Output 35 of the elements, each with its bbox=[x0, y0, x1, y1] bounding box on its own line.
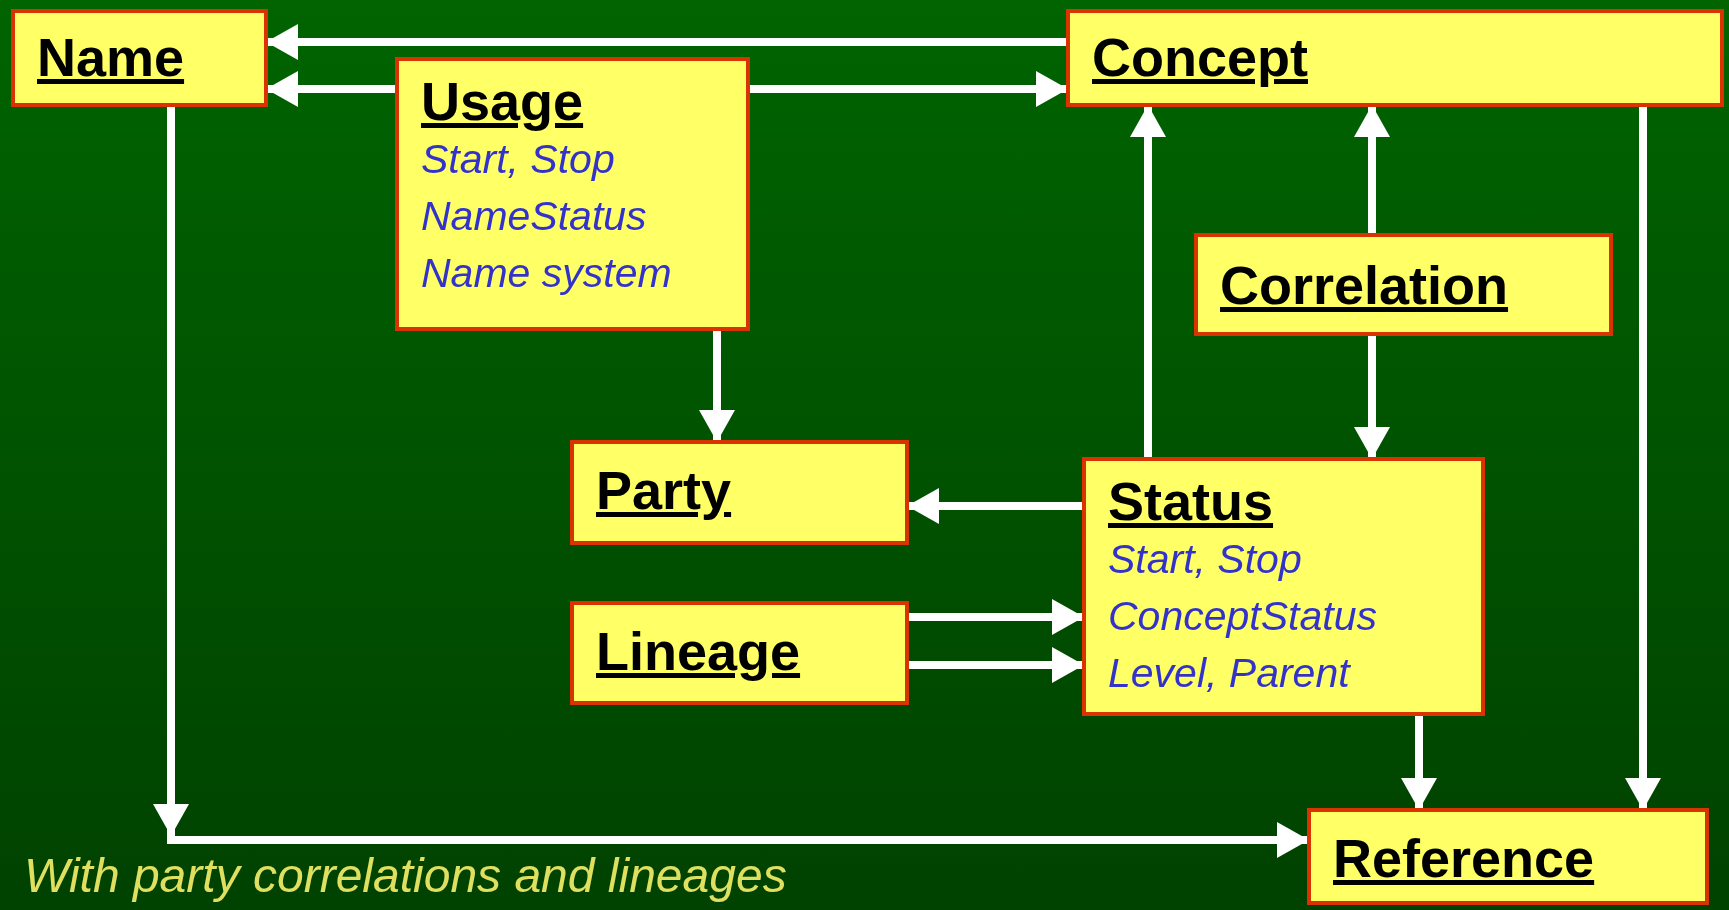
arrow bbox=[750, 71, 1068, 107]
attribute-text: Start, Stop bbox=[421, 135, 615, 184]
arrow bbox=[907, 488, 1082, 524]
entity-box bbox=[1307, 808, 1709, 905]
entity-title: Concept bbox=[1092, 27, 1308, 87]
arrow bbox=[1354, 105, 1390, 233]
arrow bbox=[1401, 716, 1437, 810]
entity-title: Name bbox=[37, 27, 185, 87]
attribute-text: Level, Parent bbox=[1108, 649, 1350, 698]
attribute-text: Start, Stop bbox=[1108, 535, 1302, 584]
attribute-text: NameStatus bbox=[421, 192, 647, 241]
entity-box bbox=[11, 9, 268, 107]
entity-title: Reference bbox=[1333, 828, 1595, 888]
attribute-text: ConceptStatus bbox=[1108, 592, 1377, 641]
entity-title: Lineage bbox=[596, 621, 801, 681]
entity-box bbox=[1066, 9, 1724, 107]
arrow bbox=[1130, 105, 1166, 457]
entity-box bbox=[570, 440, 909, 545]
entity-title: Correlation bbox=[1220, 255, 1509, 315]
class-box bbox=[395, 57, 750, 331]
entity-title: Usage bbox=[421, 71, 584, 131]
arrow bbox=[909, 599, 1084, 635]
arrow bbox=[909, 647, 1084, 683]
caption: With party correlations and lineages bbox=[24, 848, 787, 904]
entity-box bbox=[1194, 233, 1613, 336]
entity-title: Party bbox=[596, 460, 732, 520]
attribute-text: Name system bbox=[421, 249, 672, 298]
arrow bbox=[1625, 107, 1661, 810]
arrow bbox=[266, 71, 395, 107]
class-box bbox=[1082, 457, 1485, 716]
arrow bbox=[153, 107, 1309, 858]
arrow bbox=[1354, 336, 1390, 459]
arrow bbox=[699, 331, 735, 442]
entity-box bbox=[570, 601, 909, 705]
entity-title: Status bbox=[1108, 471, 1274, 531]
